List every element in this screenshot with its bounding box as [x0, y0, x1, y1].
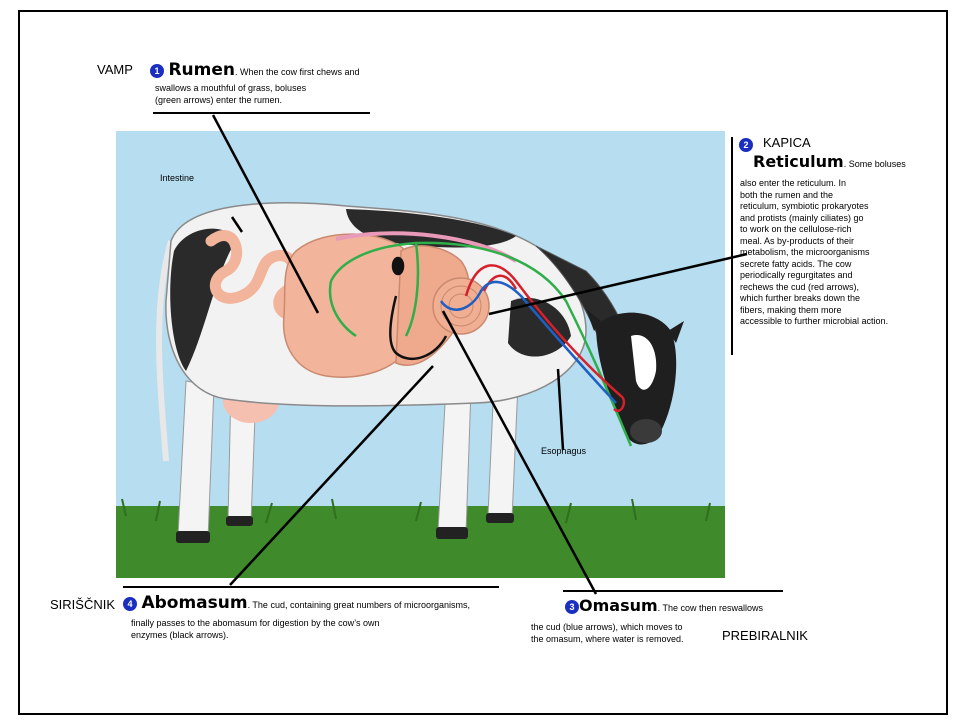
reticulum-line: to work on the cellulose-rich — [740, 224, 950, 236]
reticulum-leader — [489, 254, 747, 314]
reticulum-line: reticulum, symbiotic prokaryotes — [740, 201, 950, 213]
reticulum-line: and protists (mainly ciliates) go — [740, 213, 950, 225]
abomasum-leader — [230, 366, 433, 585]
rumen-slovene-label: VAMP — [97, 62, 133, 77]
reticulum-line: secrete fatty acids. The cow — [740, 259, 950, 271]
intestine-leader — [232, 217, 242, 232]
abomasum-text-1: . The cud, containing great numbers of m… — [248, 600, 470, 610]
esophagus-leader — [558, 369, 563, 450]
abomasum-heading: 4 Abomasum. The cud, containing great nu… — [123, 593, 470, 613]
reticulum-line: meal. As by-products of their — [740, 236, 950, 248]
abomasum-text-2: finally passes to the abomasum for diges… — [131, 618, 379, 630]
omasum-leader — [443, 311, 596, 594]
reticulum-heading: Reticulum. Some boluses — [753, 152, 906, 172]
reticulum-side-rule — [731, 137, 733, 355]
rumen-heading: 1 Rumen. When the cow first chews and — [150, 60, 360, 80]
reticulum-line: accessible to further microbial action. — [740, 316, 950, 328]
reticulum-text-head: . Some boluses — [844, 159, 906, 169]
abomasum-text-3: enzymes (black arrows). — [131, 630, 229, 642]
reticulum-slovene-label: KAPICA — [763, 135, 811, 150]
omasum-text-2: the cud (blue arrows), which moves to — [531, 622, 683, 634]
abomasum-title: Abomasum — [141, 593, 247, 613]
abomasum-slovene-label: SIRIŠČNIK — [50, 597, 115, 612]
reticulum-line: periodically regurgitates and — [740, 270, 950, 282]
rumen-text-1: . When the cow first chews and — [235, 67, 360, 77]
abomasum-number-badge: 4 — [123, 597, 137, 611]
omasum-title: Omasum — [579, 596, 658, 615]
reticulum-line: metabolism, the microorganisms — [740, 247, 950, 259]
omasum-text-1: . The cow then reswallows — [658, 603, 763, 613]
omasum-text-3: the omasum, where water is removed. — [531, 634, 684, 646]
reticulum-number-badge: 2 — [739, 138, 753, 152]
rumen-text-2: swallows a mouthful of grass, boluses — [155, 83, 306, 95]
rumen-number-badge: 1 — [150, 64, 164, 78]
reticulum-line: also enter the reticulum. In — [740, 178, 950, 190]
omasum-overline — [563, 590, 783, 592]
omasum-number-badge: 3 — [565, 600, 579, 614]
rumen-text-3: (green arrows) enter the rumen. — [155, 95, 282, 107]
reticulum-body: also enter the reticulum. In both the ru… — [740, 178, 950, 328]
reticulum-line: both the rumen and the — [740, 190, 950, 202]
rumen-title: Rumen — [168, 60, 235, 80]
abomasum-overline — [123, 586, 499, 588]
rumen-underline — [153, 112, 370, 114]
reticulum-title: Reticulum — [753, 152, 844, 171]
reticulum-line: rechews the cud (red arrows), — [740, 282, 950, 294]
omasum-slovene-label: PREBIRALNIK — [722, 628, 808, 643]
reticulum-line: which further breaks down the — [740, 293, 950, 305]
rumen-leader — [213, 115, 318, 313]
reticulum-line: fibers, making them more — [740, 305, 950, 317]
